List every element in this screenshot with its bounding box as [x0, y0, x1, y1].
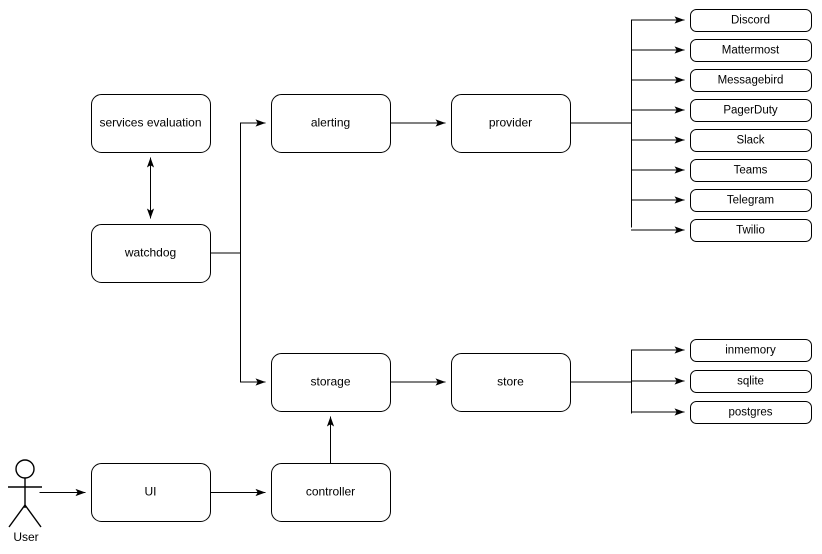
provider-leaf-item[interactable]: Mattermost [690, 39, 812, 62]
actor-head-icon [15, 459, 35, 479]
node-box [91, 94, 211, 153]
node-box [271, 94, 391, 153]
provider-leaf-label: Teams [734, 165, 768, 177]
node-watchdog[interactable]: watchdog [91, 224, 211, 283]
provider-leaf-box [690, 39, 812, 62]
provider-leaf-box [690, 9, 812, 32]
provider-leaf-label: Slack [736, 135, 764, 147]
provider-branch-group [631, 16, 685, 234]
provider-leaf-item[interactable]: Slack [690, 129, 812, 152]
store-leaves-layer: inmemory sqlite postgres [690, 339, 812, 424]
store-leaf-item[interactable]: postgres [690, 401, 812, 424]
node-services_evaluation[interactable]: services evaluation [91, 94, 211, 153]
store-leaf-label: postgres [728, 407, 772, 419]
store-leaf-box [690, 339, 812, 362]
node-label: provider [489, 116, 532, 130]
provider-leaf-box [690, 129, 812, 152]
node-provider[interactable]: provider [451, 94, 571, 153]
actor-leg-right-icon [24, 504, 42, 528]
node-box [451, 94, 571, 153]
provider-leaf-item[interactable]: Twilio [690, 219, 812, 242]
provider-leaves-layer: DiscordMattermostMessagebirdPagerDutySla… [690, 9, 812, 242]
node-label: watchdog [124, 246, 176, 260]
provider-leaf-box [690, 69, 812, 92]
store-leaf-label: sqlite [737, 376, 764, 388]
provider-leaf-box [690, 219, 812, 242]
provider-leaf-item[interactable]: Telegram [690, 189, 812, 212]
edge-provider-fanout [569, 16, 685, 234]
provider-leaf-label: PagerDuty [723, 105, 778, 117]
edge-store-fanout [569, 346, 685, 416]
store-branch-group [631, 346, 685, 416]
user-actor[interactable]: User [8, 459, 42, 544]
provider-leaf-item[interactable]: PagerDuty [690, 99, 812, 122]
store-leaf-label: inmemory [725, 345, 776, 357]
nodes-layer: services evaluation watchdog alerting provi… [91, 94, 571, 522]
provider-leaf-label: Twilio [736, 225, 765, 237]
node-label: services evaluation [99, 116, 201, 130]
node-box [271, 463, 391, 522]
node-label: UI [145, 485, 157, 499]
provider-leaf-box [690, 159, 812, 182]
provider-leaf-item[interactable]: Teams [690, 159, 812, 182]
provider-leaf-label: Telegram [727, 195, 774, 207]
actor-leg-left-icon [8, 504, 26, 528]
node-controller[interactable]: controller [271, 463, 391, 522]
provider-leaf-item[interactable]: Messagebird [690, 69, 812, 92]
node-box [91, 224, 211, 283]
store-leaf-box [690, 401, 812, 424]
provider-leaf-label: Discord [731, 15, 770, 27]
node-alerting[interactable]: alerting [271, 94, 391, 153]
node-storage[interactable]: storage [271, 353, 391, 412]
node-box [271, 353, 391, 412]
node-label: storage [310, 375, 350, 389]
provider-leaf-box [690, 99, 812, 122]
node-store[interactable]: store [451, 353, 571, 412]
provider-leaf-label: Messagebird [718, 75, 784, 87]
provider-leaf-item[interactable]: Discord [690, 9, 812, 32]
store-leaf-item[interactable]: inmemory [690, 339, 812, 362]
node-label: store [497, 375, 524, 389]
node-box [91, 463, 211, 522]
provider-leaf-label: Mattermost [722, 45, 780, 57]
node-label: alerting [311, 116, 350, 130]
edges-layer [39, 16, 685, 497]
node-box [451, 353, 571, 412]
node-ui[interactable]: UI [91, 463, 211, 522]
actor-label: User [13, 530, 38, 544]
node-label: controller [306, 485, 355, 499]
store-leaf-box [690, 370, 812, 393]
store-leaf-item[interactable]: sqlite [690, 370, 812, 393]
provider-leaf-box [690, 189, 812, 212]
